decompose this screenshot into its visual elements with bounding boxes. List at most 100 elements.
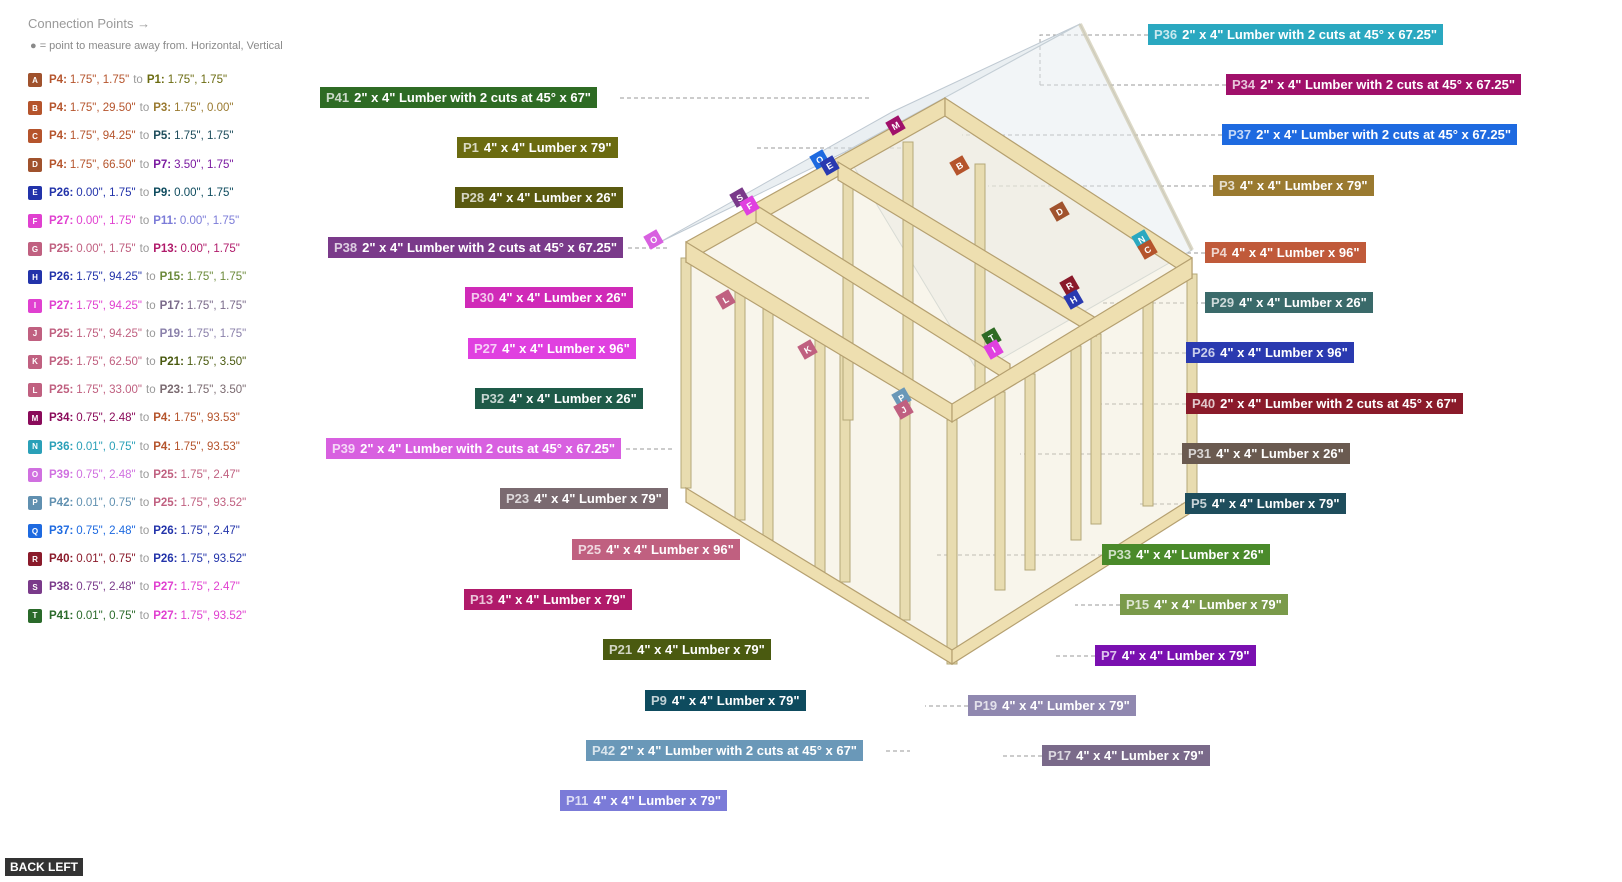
legend-point-to: P7: xyxy=(153,158,172,171)
legend-coord-from: 0.75", 2.48" xyxy=(76,412,136,425)
legend-to: to xyxy=(139,102,150,115)
legend-point-to: P17: xyxy=(159,299,184,312)
part-id: P3 xyxy=(1219,178,1235,193)
part-id: P27 xyxy=(474,341,498,356)
legend-point-to: P1: xyxy=(146,74,165,87)
legend-coord-from: 0.01", 0.75" xyxy=(76,609,136,622)
part-description: 4" x 4" Lumber x 79" xyxy=(593,793,722,808)
legend-coord-to: 1.75", 93.53" xyxy=(174,412,240,425)
legend-point-from: P4: xyxy=(49,130,67,143)
legend-point-to: P25: xyxy=(153,468,178,481)
legend-to: to xyxy=(139,581,150,594)
part-description: 2" x 4" Lumber with 2 cuts at 45° x 67.2… xyxy=(1256,127,1512,142)
legend-coord-from: 0.00", 1.75" xyxy=(76,215,136,228)
stud-2 xyxy=(734,289,746,521)
legend-badge: H xyxy=(28,270,42,285)
legend-coord-to: 1.75", 0.00" xyxy=(174,102,234,115)
legend-coord-from: 1.75", 62.50" xyxy=(76,355,143,368)
part-id: P25 xyxy=(578,542,602,557)
legend-badge: G xyxy=(28,242,42,257)
part-description: 4" x 4" Lumber x 79" xyxy=(1121,648,1250,663)
stud-9 xyxy=(1024,373,1036,571)
part-id: P33 xyxy=(1108,547,1132,562)
part-description: 4" x 4" Lumber x 79" xyxy=(1154,597,1282,612)
legend-coord-to: 1.75", 2.47" xyxy=(180,525,240,538)
part-label-p25: P25 4" x 4" Lumber x 96" xyxy=(572,539,740,560)
legend-point-from: P40: xyxy=(49,553,74,566)
stud-6 xyxy=(899,387,911,621)
legend-to: to xyxy=(146,384,156,397)
legend-to: to xyxy=(139,609,150,622)
legend-point-from: P25: xyxy=(49,384,74,397)
legend-badge: S xyxy=(28,580,42,595)
part-description: 4" x 4" Lumber x 96" xyxy=(1220,345,1348,360)
part-description: 4" x 4" Lumber x 79" xyxy=(637,642,765,657)
legend-to: to xyxy=(139,243,150,256)
legend-coord-from: 1.75", 1.75" xyxy=(69,74,130,87)
part-label-p15: P15 4" x 4" Lumber x 79" xyxy=(1120,594,1288,615)
part-description: 4" x 4" Lumber x 26" xyxy=(1239,295,1367,310)
part-id: P15 xyxy=(1126,597,1150,612)
legend-coord-to: 1.75", 1.75" xyxy=(186,299,247,312)
part-description: 2" x 4" Lumber with 2 cuts at 45° x 67.2… xyxy=(1182,27,1438,42)
part-id: P5 xyxy=(1191,496,1207,511)
legend-badge: J xyxy=(28,326,42,341)
part-id: P29 xyxy=(1211,295,1235,310)
legend-badge: L xyxy=(28,383,42,398)
stud-12 xyxy=(1142,301,1154,507)
legend-to: to xyxy=(139,130,150,143)
part-id: P26 xyxy=(1192,345,1216,360)
legend-badge: M xyxy=(28,411,42,426)
legend-point-to: P4: xyxy=(153,440,172,453)
legend-to: to xyxy=(139,525,150,538)
legend-coord-to: 1.75", 93.52" xyxy=(180,609,247,622)
frame-beams xyxy=(685,96,1193,666)
legend-point-to: P26: xyxy=(153,553,178,566)
view-back-left-button[interactable]: BACK LEFT xyxy=(5,858,83,876)
legend-point-from: P25: xyxy=(49,243,74,256)
legend-point-to: P27: xyxy=(153,609,178,622)
part-description: 4" x 4" Lumber x 96" xyxy=(606,542,734,557)
legend-coord-from: 0.01", 0.75" xyxy=(76,440,136,453)
legend-coord-from: 1.75", 94.25" xyxy=(76,327,143,340)
legend-badge: I xyxy=(28,298,42,313)
legend-point-to: P15: xyxy=(159,271,184,284)
legend-coord-to: 3.50", 1.75" xyxy=(174,158,234,171)
part-id: P39 xyxy=(332,441,356,456)
part-description: 4" x 4" Lumber x 26" xyxy=(499,290,627,305)
legend-coord-to: 1.75", 1.75" xyxy=(167,74,228,87)
legend-point-from: P34: xyxy=(49,412,74,425)
legend-point-from: P27: xyxy=(49,299,74,312)
legend-coord-to: 1.75", 1.75" xyxy=(174,130,234,143)
legend-point-to: P13: xyxy=(153,243,178,256)
legend-coord-to: 1.75", 3.50" xyxy=(186,384,247,397)
part-label-p26: P26 4" x 4" Lumber x 96" xyxy=(1186,342,1354,363)
legend-coord-to: 1.75", 2.47" xyxy=(180,468,240,481)
part-id: P31 xyxy=(1188,446,1212,461)
legend-to: to xyxy=(133,74,143,87)
part-id: P34 xyxy=(1232,77,1256,92)
legend-coord-to: 1.75", 1.75" xyxy=(186,271,247,284)
stud-4 xyxy=(814,337,826,573)
part-id: P21 xyxy=(609,642,633,657)
part-id: P36 xyxy=(1154,27,1178,42)
legend-to: to xyxy=(139,186,150,199)
legend-point-to: P19: xyxy=(159,327,184,340)
legend-point-to: P26: xyxy=(153,525,178,538)
legend-coord-from: 0.75", 2.48" xyxy=(76,468,136,481)
